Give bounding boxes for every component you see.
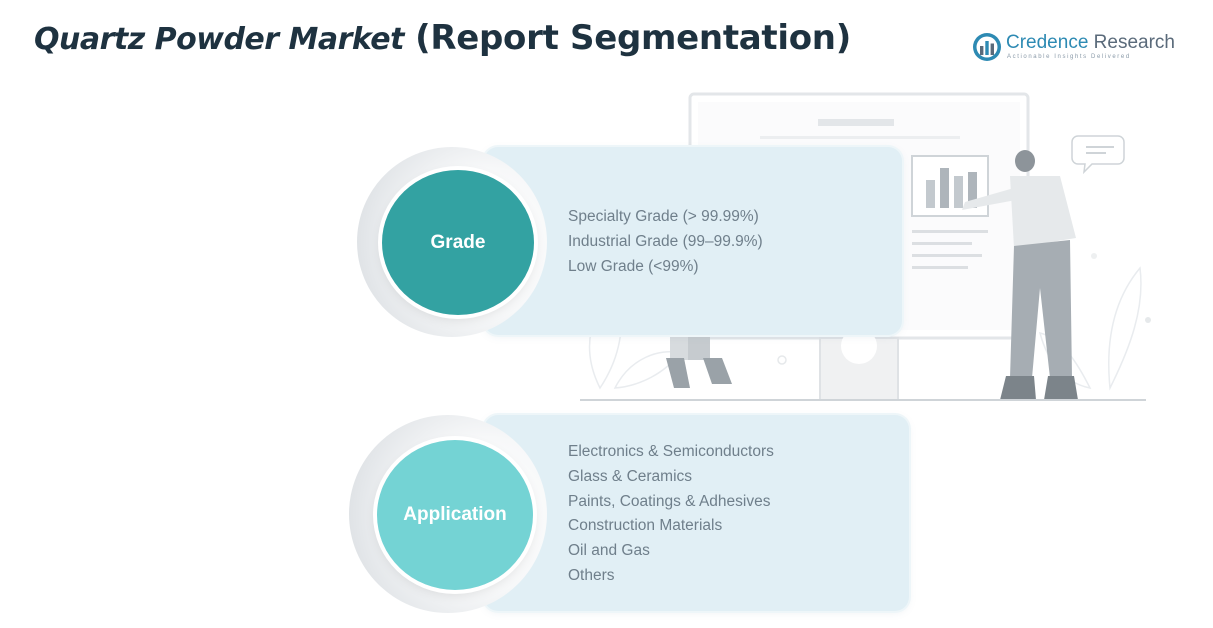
application-item: Paints, Coatings & Adhesives bbox=[568, 492, 771, 510]
title-subtitle: (Report Segmentation) bbox=[415, 18, 851, 58]
brand-logo: Credence Research Actionable Insights De… bbox=[972, 30, 1175, 66]
logo-name: Credence Research bbox=[1006, 32, 1175, 54]
application-items: Electronics & Semiconductors Glass & Cer… bbox=[568, 440, 774, 589]
application-item: Oil and Gas bbox=[568, 542, 650, 560]
logo-name-credence: Credence bbox=[1006, 32, 1089, 53]
title-market-name: Quartz Powder Market bbox=[34, 22, 404, 57]
application-item: Construction Materials bbox=[568, 517, 723, 535]
application-circle: Application bbox=[377, 440, 533, 590]
grade-items: Specialty Grade (> 99.99%) Industrial Gr… bbox=[568, 205, 763, 279]
grade-item: Low Grade (<99%) bbox=[568, 257, 699, 275]
bar-chart-logo-icon bbox=[973, 33, 1001, 61]
grade-item: Specialty Grade (> 99.99%) bbox=[568, 208, 759, 225]
logo-tagline: Actionable Insights Delivered bbox=[1007, 54, 1131, 60]
grade-item: Industrial Grade (99–99.9%) bbox=[568, 232, 763, 250]
application-item: Glass & Ceramics bbox=[568, 467, 693, 485]
application-item: Electronics & Semiconductors bbox=[568, 443, 774, 460]
application-panel: Electronics & Semiconductors Glass & Cer… bbox=[484, 415, 909, 611]
logo-name-research: Research bbox=[1088, 32, 1175, 53]
page-title: Quartz Powder Market (Report Segmentatio… bbox=[34, 18, 851, 58]
grade-circle: Grade bbox=[382, 170, 534, 315]
grade-panel: Specialty Grade (> 99.99%) Industrial Gr… bbox=[484, 147, 902, 335]
application-item: Others bbox=[568, 566, 615, 584]
